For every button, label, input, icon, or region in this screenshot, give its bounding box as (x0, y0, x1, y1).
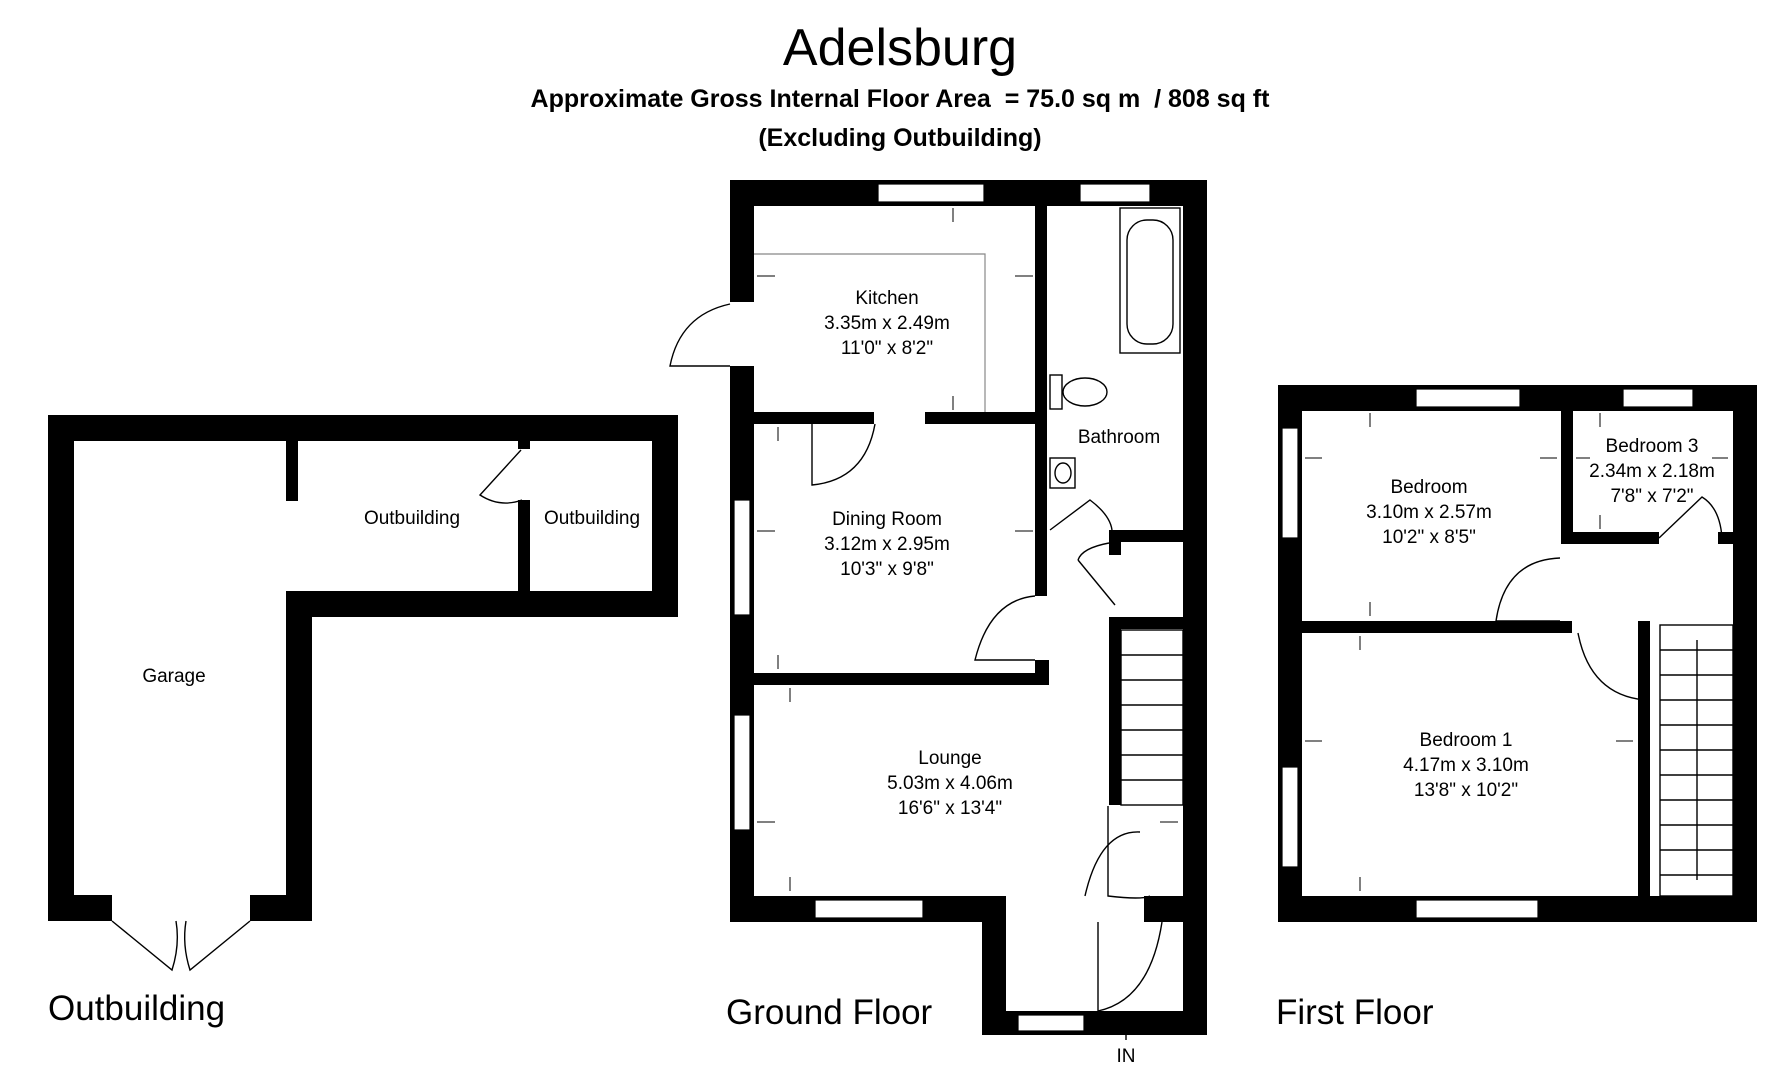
room-metric: 3.12m x 2.95m (824, 534, 950, 555)
room-imperial: 7'8" x 7'2" (1610, 486, 1693, 507)
room-dining: Dining Room 3.12m x 2.95m 10'3" x 9'8" (824, 509, 950, 580)
basin (1049, 457, 1076, 489)
room-imperial: 10'3" x 9'8" (840, 559, 934, 580)
room-name: Outbuilding (364, 508, 460, 529)
room-metric: 2.34m x 2.18m (1589, 461, 1715, 482)
entrance-label: IN (1117, 1046, 1136, 1067)
floor-label-first: First Floor (1276, 993, 1434, 1032)
room-name: Bathroom (1078, 427, 1160, 448)
room-bathroom: Bathroom (1078, 427, 1160, 448)
room-imperial: 13'8" x 10'2" (1414, 780, 1518, 801)
first-floor-plan (1278, 385, 1757, 922)
room-imperial: 10'2" x 8'5" (1382, 527, 1476, 548)
entrance-arrow-icon (1113, 1010, 1139, 1040)
room-metric: 3.35m x 2.49m (824, 313, 950, 334)
room-kitchen: Kitchen 3.35m x 2.49m 11'0" x 8'2" (824, 288, 950, 359)
ground-floor-stairs (1120, 629, 1184, 806)
plan-title: Adelsburg (783, 19, 1017, 77)
plan-subtitle-note: (Excluding Outbuilding) (758, 124, 1041, 152)
room-bedroom-1: Bedroom 1 4.17m x 3.10m 13'8" x 10'2" (1403, 730, 1529, 801)
room-imperial: 11'0" x 8'2" (841, 338, 933, 359)
room-metric: 5.03m x 4.06m (887, 773, 1013, 794)
room-outbuilding-a: Outbuilding (364, 508, 460, 529)
floor-label-ground: Ground Floor (726, 993, 933, 1032)
outbuilding-plan (48, 415, 678, 972)
room-lounge: Lounge 5.03m x 4.06m 16'6" x 13'4" (887, 748, 1013, 819)
floor-label-outbuilding: Outbuilding (48, 989, 225, 1028)
room-bedroom-3: Bedroom 3 2.34m x 2.18m 7'8" x 7'2" (1589, 436, 1715, 507)
bathtub (1119, 207, 1181, 354)
room-name: Dining Room (832, 509, 942, 530)
room-bedroom: Bedroom 3.10m x 2.57m 10'2" x 8'5" (1366, 477, 1492, 548)
first-floor-stairs (1659, 624, 1734, 897)
room-imperial: 16'6" x 13'4" (898, 798, 1002, 819)
ground-floor-plan (669, 180, 1207, 1040)
room-name: Kitchen (855, 288, 918, 309)
room-metric: 4.17m x 3.10m (1403, 755, 1529, 776)
room-name: Bedroom (1390, 477, 1467, 498)
room-metric: 3.10m x 2.57m (1366, 502, 1492, 523)
room-name: Outbuilding (544, 508, 640, 529)
room-name: Garage (142, 666, 205, 687)
toilet (1049, 374, 1108, 410)
room-outbuilding-b: Outbuilding (544, 508, 640, 529)
plan-subtitle: Approximate Gross Internal Floor Area = … (531, 85, 1271, 113)
room-name: Bedroom 3 (1606, 436, 1699, 457)
room-name: Lounge (918, 748, 981, 769)
room-garage: Garage (142, 666, 205, 687)
room-name: Bedroom 1 (1420, 730, 1513, 751)
